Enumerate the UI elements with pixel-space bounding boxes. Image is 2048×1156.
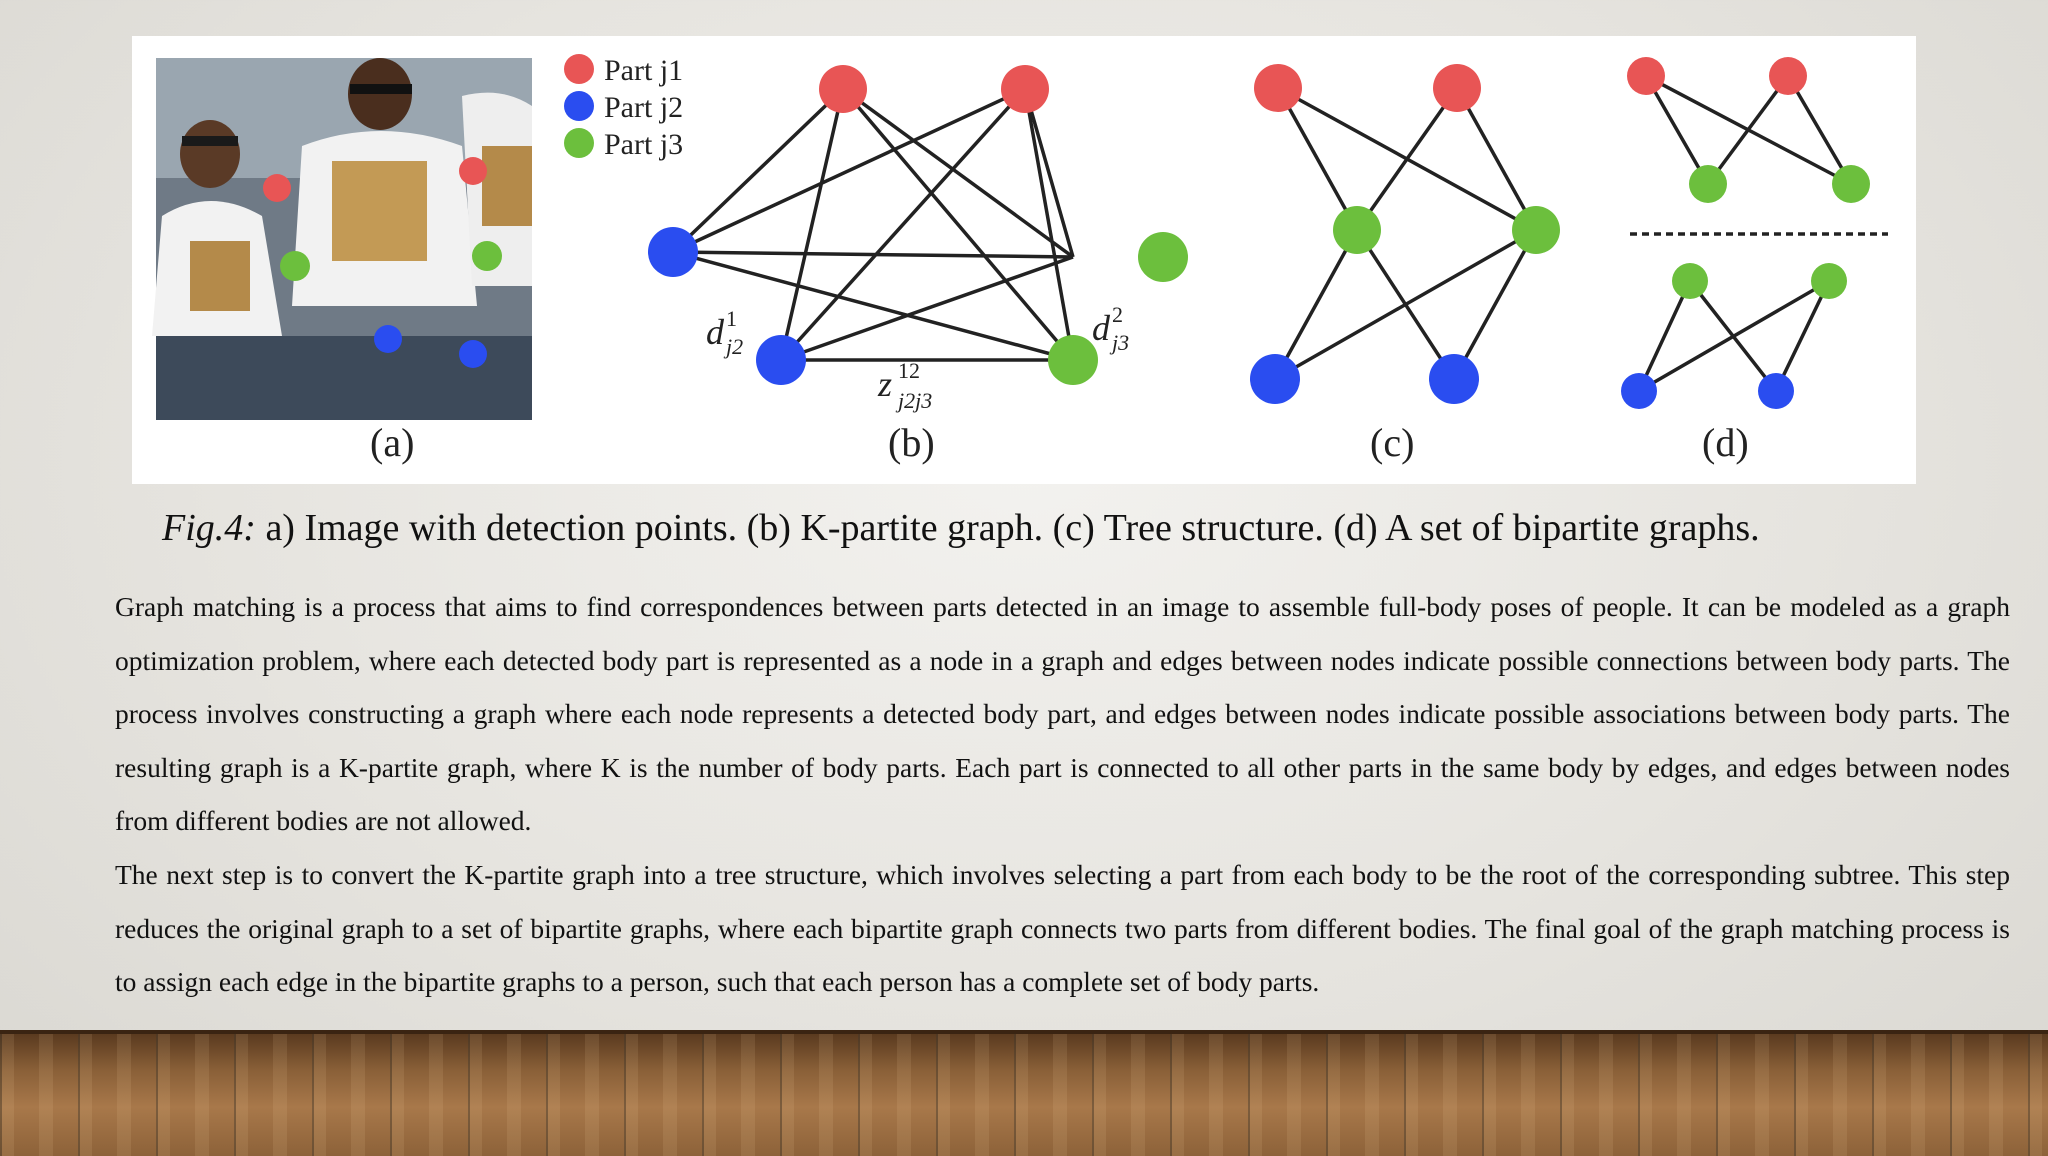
legend-swatch-j2 [564,91,594,121]
paragraph-2: The next step is to convert the K-partit… [115,858,2010,998]
panel-a-photo [152,58,532,420]
label-d2-sup: 2 [1112,302,1123,327]
panel-d-nodes [1621,57,1870,409]
legend-label-j2: Part j2 [604,91,683,124]
label-d2-main: d [1092,308,1111,348]
caption-label: Fig.4: [162,507,256,549]
label-d2-sub: j3 [1109,330,1129,355]
label-z-main: z [877,364,892,404]
wood-grain [0,1034,2048,1156]
legend-label-j3: Part j3 [604,128,683,161]
paragraph-1: Graph matching is a process that aims to… [115,591,2010,837]
panel-b-labels: d 1 j2 d 2 j3 z 12 j2j3 [706,302,1129,413]
label-z-sup: 12 [898,358,920,383]
panel-b-kpartite-graph [671,87,1075,362]
legend-label-j1: Part j1 [604,54,683,87]
panel-label-a: (a) [370,420,414,465]
wooden-floor-background [0,1030,2048,1156]
panel-label-b: (b) [888,420,935,465]
label-d1-sub: j2 [723,334,743,359]
panel-label-d: (d) [1702,420,1749,465]
label-d1-main: d [706,312,725,352]
legend-swatch-j1 [564,54,594,84]
panel-d-bipartite-graphs [1630,74,1888,393]
panel-b-nodes [648,65,1188,385]
panel-c-nodes [1250,64,1560,404]
figure-caption: Fig.4: a) Image with detection points. (… [162,506,2002,550]
label-d1-sup: 1 [726,306,737,331]
body-text: Graph matching is a process that aims to… [115,580,2010,1009]
label-z-sub: j2j3 [895,388,932,413]
caption-text: a) Image with detection points. (b) K-pa… [255,507,1760,549]
figure-illustration: Part j1 Part j2 Part j3 [152,54,1888,465]
panel-label-c: (c) [1370,420,1414,465]
legend: Part j1 Part j2 Part j3 [564,54,683,161]
figure-panel: Part j1 Part j2 Part j3 [132,36,1916,484]
panel-c-tree-graph [1273,86,1538,381]
legend-swatch-j3 [564,128,594,158]
slide: Part j1 Part j2 Part j3 [115,36,2010,1009]
